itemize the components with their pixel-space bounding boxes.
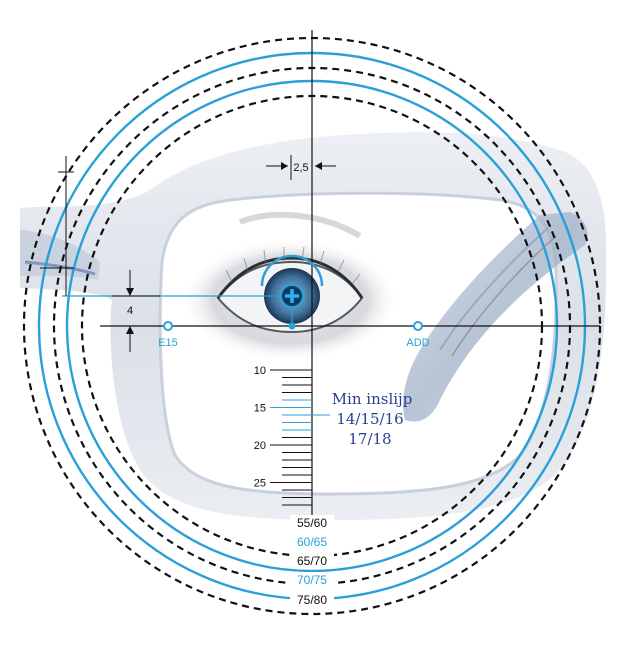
scale-tick-label: 25	[254, 478, 266, 490]
marker-left-label: E15	[158, 337, 178, 349]
marker-left: E15	[158, 321, 178, 349]
min-inslijp-block: Min inslijp 14/15/16 17/18	[332, 390, 413, 448]
scale-tick-label: 15	[254, 403, 266, 415]
ring-label-65-70: 65/70	[297, 554, 327, 568]
marker-right-label: ADD	[406, 337, 429, 349]
vertical-offset-label: 4	[127, 305, 133, 317]
frame-height-measure	[40, 156, 74, 296]
ring-label-70-75: 70/75	[297, 573, 327, 587]
ring-label-bg	[290, 592, 334, 607]
eye-icon	[180, 211, 400, 362]
ring-labels: 55/60 60/65 65/70 70/75 75/80	[290, 515, 334, 607]
min-inslijp-title: Min inslijp	[332, 390, 413, 408]
scale-tick-label: 10	[254, 365, 266, 377]
ring-label-bg	[290, 553, 334, 568]
horizontal-offset-measure: 2,5	[266, 155, 336, 180]
min-inslijp-line1: 14/15/16	[336, 410, 403, 428]
plus-icon	[280, 284, 304, 308]
ring-label-60-65: 60/65	[297, 535, 327, 549]
marker-right: ADD	[406, 321, 430, 349]
pupil-center-dot	[288, 322, 296, 330]
ring-label-55-60: 55/60	[297, 516, 327, 530]
vertical-offset-measure: 4	[112, 270, 160, 352]
horizontal-offset-label: 2,5	[293, 162, 308, 174]
min-inslijp-line2: 17/18	[348, 430, 391, 448]
scale-tick-label: 20	[254, 440, 266, 452]
ring-label-bg	[290, 515, 334, 530]
pupil-arc	[260, 254, 324, 287]
ring-label-75-80: 75/80	[297, 593, 327, 607]
depth-scale: 10 15 20 25	[254, 365, 330, 506]
ring-label-bg	[290, 534, 334, 549]
ring-label-bg	[290, 572, 334, 587]
